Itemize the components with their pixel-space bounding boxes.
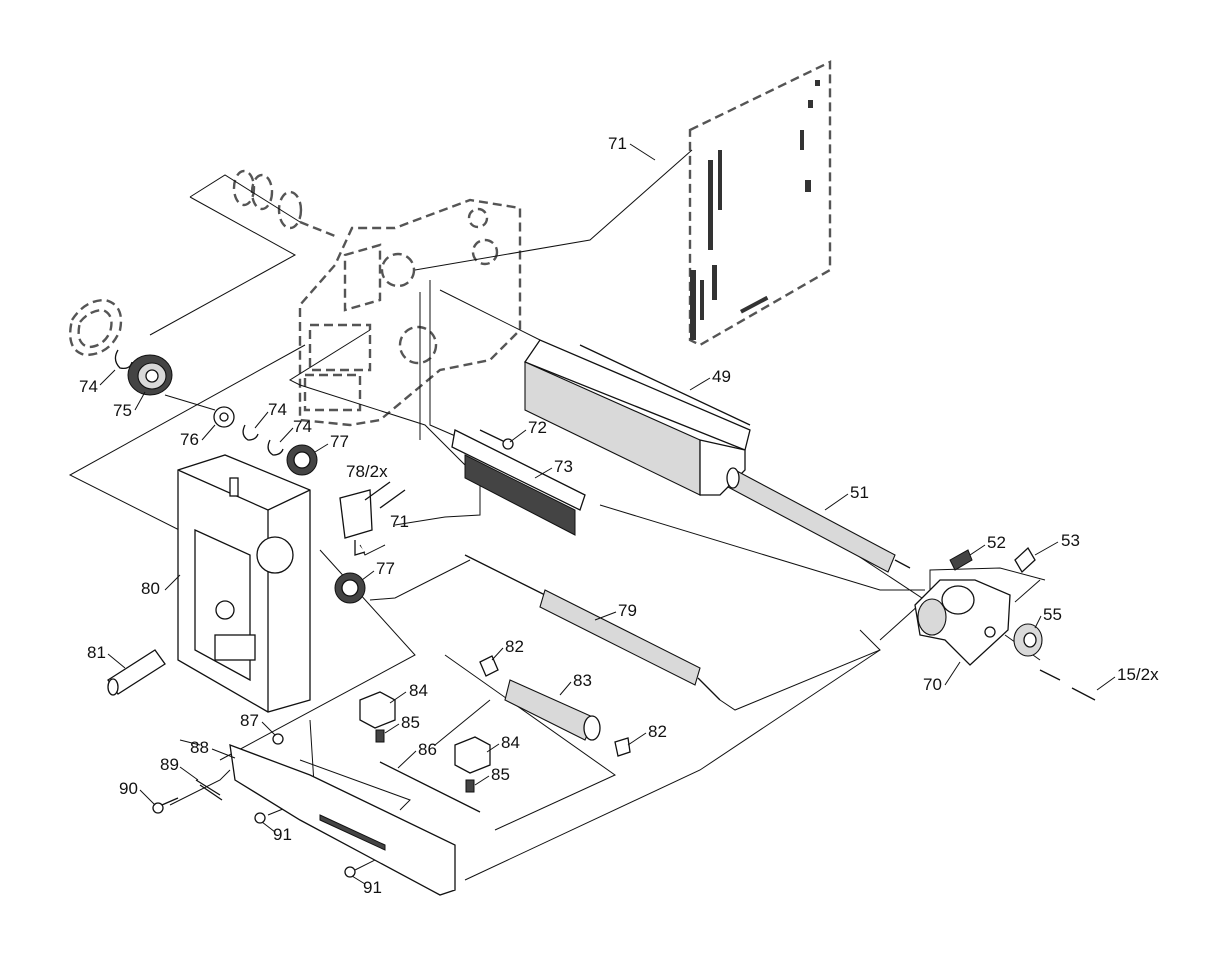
callout-80: 80 <box>141 579 160 598</box>
callout-72: 72 <box>528 418 547 437</box>
part-90-screw <box>152 797 179 814</box>
callout-70: 70 <box>923 675 942 694</box>
callout-83: 83 <box>573 671 592 690</box>
callout-74-c: 74 <box>293 417 312 436</box>
part-89-spring <box>195 779 223 801</box>
callout-82-a: 82 <box>505 637 524 656</box>
callout-74-b: 74 <box>268 400 287 419</box>
part-75-gear <box>127 354 173 396</box>
callout-leaders <box>99 143 1116 885</box>
callout-55: 55 <box>1043 605 1062 624</box>
callout-76: 76 <box>180 430 199 449</box>
callout-79: 79 <box>618 601 637 620</box>
callout-15-2x: 15/2x <box>1117 665 1159 684</box>
part-78-screws <box>364 481 406 509</box>
callout-52: 52 <box>987 533 1006 552</box>
callout-labels: 71 49 74 75 76 74 74 77 72 73 78/2x 71 5… <box>79 134 1159 897</box>
callout-51: 51 <box>850 483 869 502</box>
part-84-blocks <box>359 691 491 774</box>
callout-74-a: 74 <box>79 377 98 396</box>
callout-91-a: 91 <box>273 825 292 844</box>
callout-85-a: 85 <box>401 713 420 732</box>
part-80-side-frame <box>177 454 311 713</box>
part-74-clips <box>242 424 284 456</box>
part-53-lever <box>1014 546 1036 574</box>
part-74-clip <box>114 349 133 370</box>
callout-49: 49 <box>712 367 731 386</box>
callout-87: 87 <box>240 711 259 730</box>
part-52-spring <box>949 549 973 571</box>
callout-82-b: 82 <box>648 722 667 741</box>
callout-53: 53 <box>1061 531 1080 550</box>
part-85-springs <box>375 729 475 793</box>
belt-dashed <box>68 298 123 357</box>
part-55-knob <box>1013 623 1043 657</box>
part-73-brush <box>451 429 586 536</box>
callout-86: 86 <box>418 740 437 759</box>
part-79-shaft <box>464 554 721 701</box>
gear-assembly-dashed <box>232 169 336 238</box>
part-70-housing <box>914 579 1011 666</box>
part-77-bearing <box>286 444 366 604</box>
part-87-washer <box>272 733 284 745</box>
part-83-roller <box>504 679 601 741</box>
callout-84-a: 84 <box>409 681 428 700</box>
callout-91-b: 91 <box>363 878 382 897</box>
callout-84-b: 84 <box>501 733 520 752</box>
callout-71-b: 71 <box>390 512 409 531</box>
callout-77-a: 77 <box>330 432 349 451</box>
part-76-washer <box>213 406 235 428</box>
callout-75: 75 <box>113 401 132 420</box>
part-81-stud <box>107 649 166 696</box>
part-15-screws <box>1039 669 1096 701</box>
part-71-sensor <box>339 489 373 556</box>
callout-88: 88 <box>190 738 209 757</box>
part-51-roller <box>726 467 911 573</box>
assembly-lines <box>68 149 1046 881</box>
callout-78-2x: 78/2x <box>346 462 388 481</box>
callout-73: 73 <box>554 457 573 476</box>
part-86-rod <box>379 761 481 813</box>
callout-71-a: 71 <box>608 134 627 153</box>
callout-81: 81 <box>87 643 106 662</box>
part-91-screws <box>254 812 356 878</box>
callout-90: 90 <box>119 779 138 798</box>
circuit-board-dashed <box>688 60 832 347</box>
callout-77-b: 77 <box>376 559 395 578</box>
part-82-caps <box>479 655 631 757</box>
part-88-bracket <box>229 744 456 896</box>
callout-85-b: 85 <box>491 765 510 784</box>
callout-89: 89 <box>160 755 179 774</box>
main-frame-dashed <box>298 198 522 427</box>
